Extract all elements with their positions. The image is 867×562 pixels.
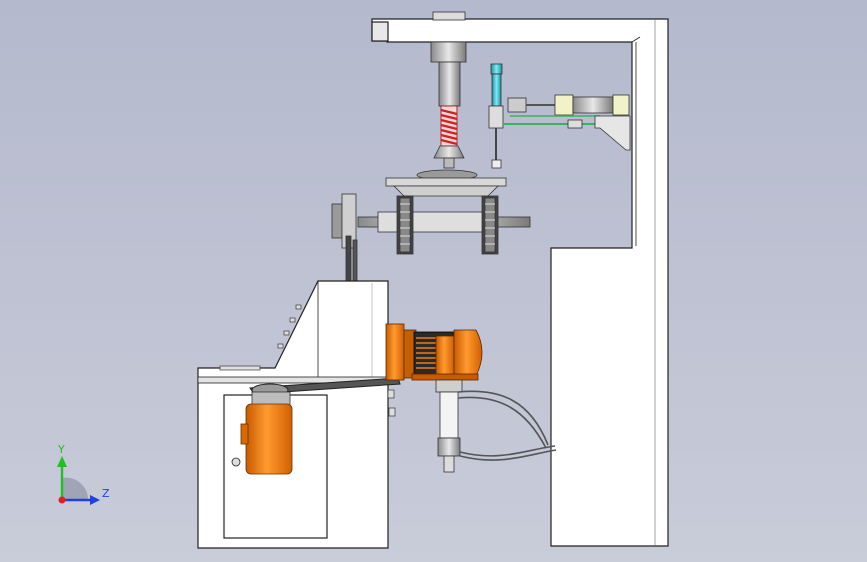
work-table [331,169,531,287]
y-axis-arrow-icon [57,456,67,467]
press-head [430,11,467,169]
main-motor [385,323,483,381]
cables [457,390,557,461]
pneumatic-assembly [488,63,631,169]
x-axis-dot-icon [58,496,66,504]
drive-belt [345,235,352,287]
red-spring [440,105,458,147]
cabinet-motor [240,391,293,475]
coordinate-triad: Y Z [57,443,110,505]
left-roller [396,195,414,255]
lower-cylinder [435,379,463,473]
z-axis-arrow-icon [90,495,100,505]
triad-plane [62,477,89,500]
machine-base [197,280,396,549]
cyan-cylinder [491,73,502,107]
cyan-cylinder-cap [490,63,503,75]
drive-pulley [331,203,343,239]
y-axis-label: Y [57,443,65,456]
z-axis-label: Z [102,487,110,500]
right-roller [481,195,499,255]
c-frame [371,18,669,547]
door-knob [231,457,241,467]
